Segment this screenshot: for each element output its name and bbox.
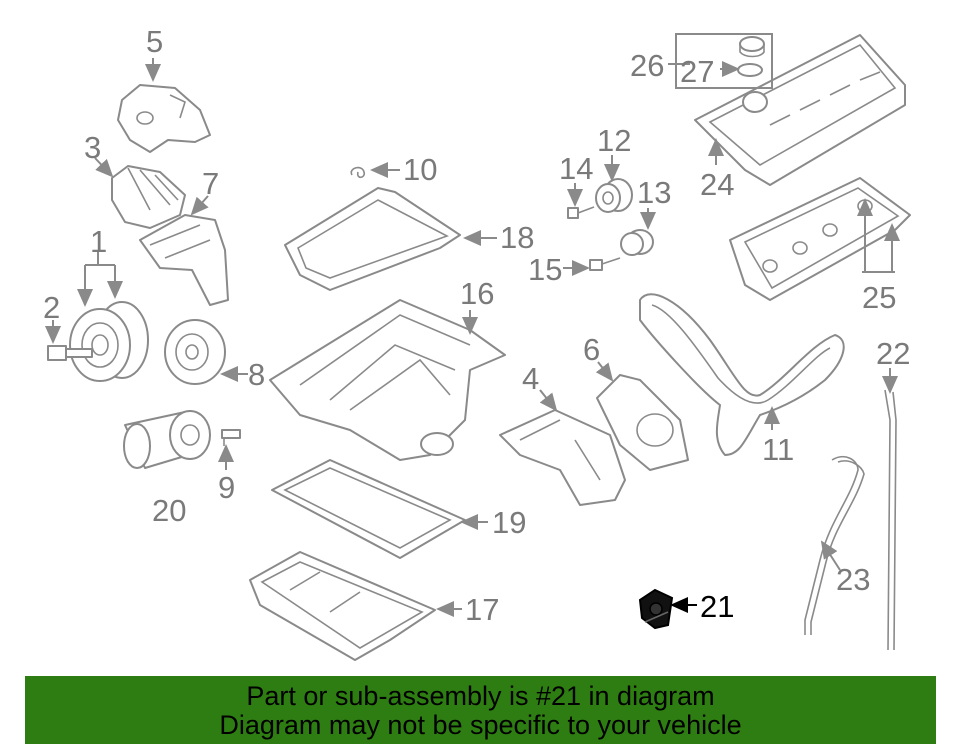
callout-19[interactable]: 19 (492, 505, 526, 540)
callout-13[interactable]: 13 (637, 175, 671, 210)
part-10-clip[interactable] (350, 166, 366, 179)
banner-line-2: Diagram may not be specific to your vehi… (219, 710, 742, 740)
callout-27[interactable]: 27 (680, 54, 714, 89)
part-20-oil-filter[interactable] (123, 410, 211, 469)
part-2-bolt[interactable] (47, 345, 93, 361)
callout-2[interactable]: 2 (43, 290, 60, 325)
part-22-dipstick-tube[interactable] (884, 389, 897, 651)
part-9-bolt[interactable] (221, 429, 241, 446)
callout-3[interactable]: 3 (84, 130, 101, 165)
part-19-lower-pan-gasket[interactable] (271, 459, 466, 559)
leader-lines (45, 58, 900, 617)
callout-7[interactable]: 7 (202, 166, 219, 201)
part-17-lower-oil-pan[interactable] (249, 551, 436, 661)
callout-24[interactable]: 24 (700, 167, 734, 202)
part-26-oil-cap[interactable] (739, 36, 765, 58)
callout-10[interactable]: 10 (403, 152, 437, 187)
part-14-bolt[interactable] (567, 206, 595, 219)
part-6-timing-cover[interactable] (596, 374, 689, 471)
banner-line-1: Part or sub-assembly is #21 in diagram (246, 681, 715, 711)
part-27-seal[interactable] (737, 63, 763, 77)
info-banner: Part or sub-assembly is #21 in diagram D… (25, 676, 936, 744)
part-4-timing-cover[interactable] (499, 409, 626, 506)
callout-1[interactable]: 1 (90, 224, 107, 259)
callout-labels: 5 3 7 1 2 8 9 20 10 18 16 19 17 4 6 11 1… (43, 24, 910, 627)
callout-8[interactable]: 8 (248, 357, 265, 392)
callout-11[interactable]: 11 (762, 432, 794, 467)
part-16-upper-oil-pan[interactable] (269, 299, 506, 461)
callout-12[interactable]: 12 (597, 123, 631, 158)
callout-23[interactable]: 23 (836, 562, 870, 597)
callout-6[interactable]: 6 (583, 332, 600, 367)
callout-20[interactable]: 20 (152, 493, 186, 528)
part-21-highlighted-part[interactable] (638, 588, 674, 630)
part-26-27-box (675, 33, 773, 89)
callout-26[interactable]: 26 (630, 48, 664, 83)
part-11-timing-belt[interactable] (639, 293, 845, 456)
callout-17[interactable]: 17 (465, 592, 499, 627)
part-1-crank-pulley[interactable] (69, 301, 149, 382)
callout-18[interactable]: 18 (500, 220, 534, 255)
part-8-pulley[interactable] (164, 319, 226, 385)
part-15-bolt[interactable] (589, 257, 621, 271)
callout-25[interactable]: 25 (862, 280, 896, 315)
callout-5[interactable]: 5 (146, 24, 163, 59)
part-3-cover[interactable] (111, 165, 186, 229)
part-18-upper-pan-gasket[interactable] (284, 187, 461, 291)
part-7-guide-bracket[interactable] (139, 214, 229, 306)
callout-16[interactable]: 16 (460, 276, 494, 311)
callout-4[interactable]: 4 (522, 361, 539, 396)
part-23-dipstick[interactable] (804, 455, 865, 635)
callout-15[interactable]: 15 (528, 252, 562, 287)
part-12-idler[interactable] (595, 178, 633, 213)
part-13-roller[interactable] (620, 229, 654, 256)
callout-22[interactable]: 22 (876, 336, 910, 371)
callout-14[interactable]: 14 (559, 151, 593, 186)
part-24-valve-cover[interactable] (694, 34, 906, 186)
part-5-upper-timing-cover[interactable] (117, 84, 211, 153)
callout-21[interactable]: 21 (700, 589, 734, 624)
callout-9[interactable]: 9 (218, 470, 235, 505)
